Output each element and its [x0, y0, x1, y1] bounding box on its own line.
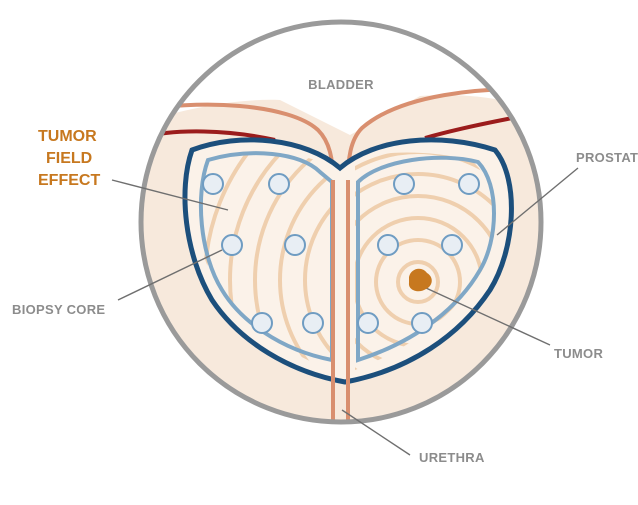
- prostate-label: PROSTATE: [576, 150, 638, 165]
- biopsy-core-marker: [442, 235, 462, 255]
- tumor-field-effect-label-line2: FIELD: [46, 150, 92, 167]
- biopsy-core-marker: [394, 174, 414, 194]
- urethra-label: URETHRA: [419, 450, 485, 465]
- biopsy-core-label: BIOPSY CORE: [12, 302, 105, 317]
- tumor-field-effect-label-line1: TUMOR: [38, 128, 97, 145]
- biopsy-core-marker: [222, 235, 242, 255]
- biopsy-core-marker: [412, 313, 432, 333]
- biopsy-core-marker: [303, 313, 323, 333]
- biopsy-core-marker: [203, 174, 223, 194]
- tumor-label: TUMOR: [554, 346, 603, 361]
- biopsy-core-marker: [378, 235, 398, 255]
- biopsy-core-marker: [459, 174, 479, 194]
- biopsy-core-marker: [358, 313, 378, 333]
- bladder-label: BLADDER: [308, 77, 374, 92]
- biopsy-core-marker: [252, 313, 272, 333]
- tumor-field-effect-label-line3: EFFECT: [38, 172, 100, 189]
- biopsy-core-marker: [285, 235, 305, 255]
- biopsy-core-marker: [269, 174, 289, 194]
